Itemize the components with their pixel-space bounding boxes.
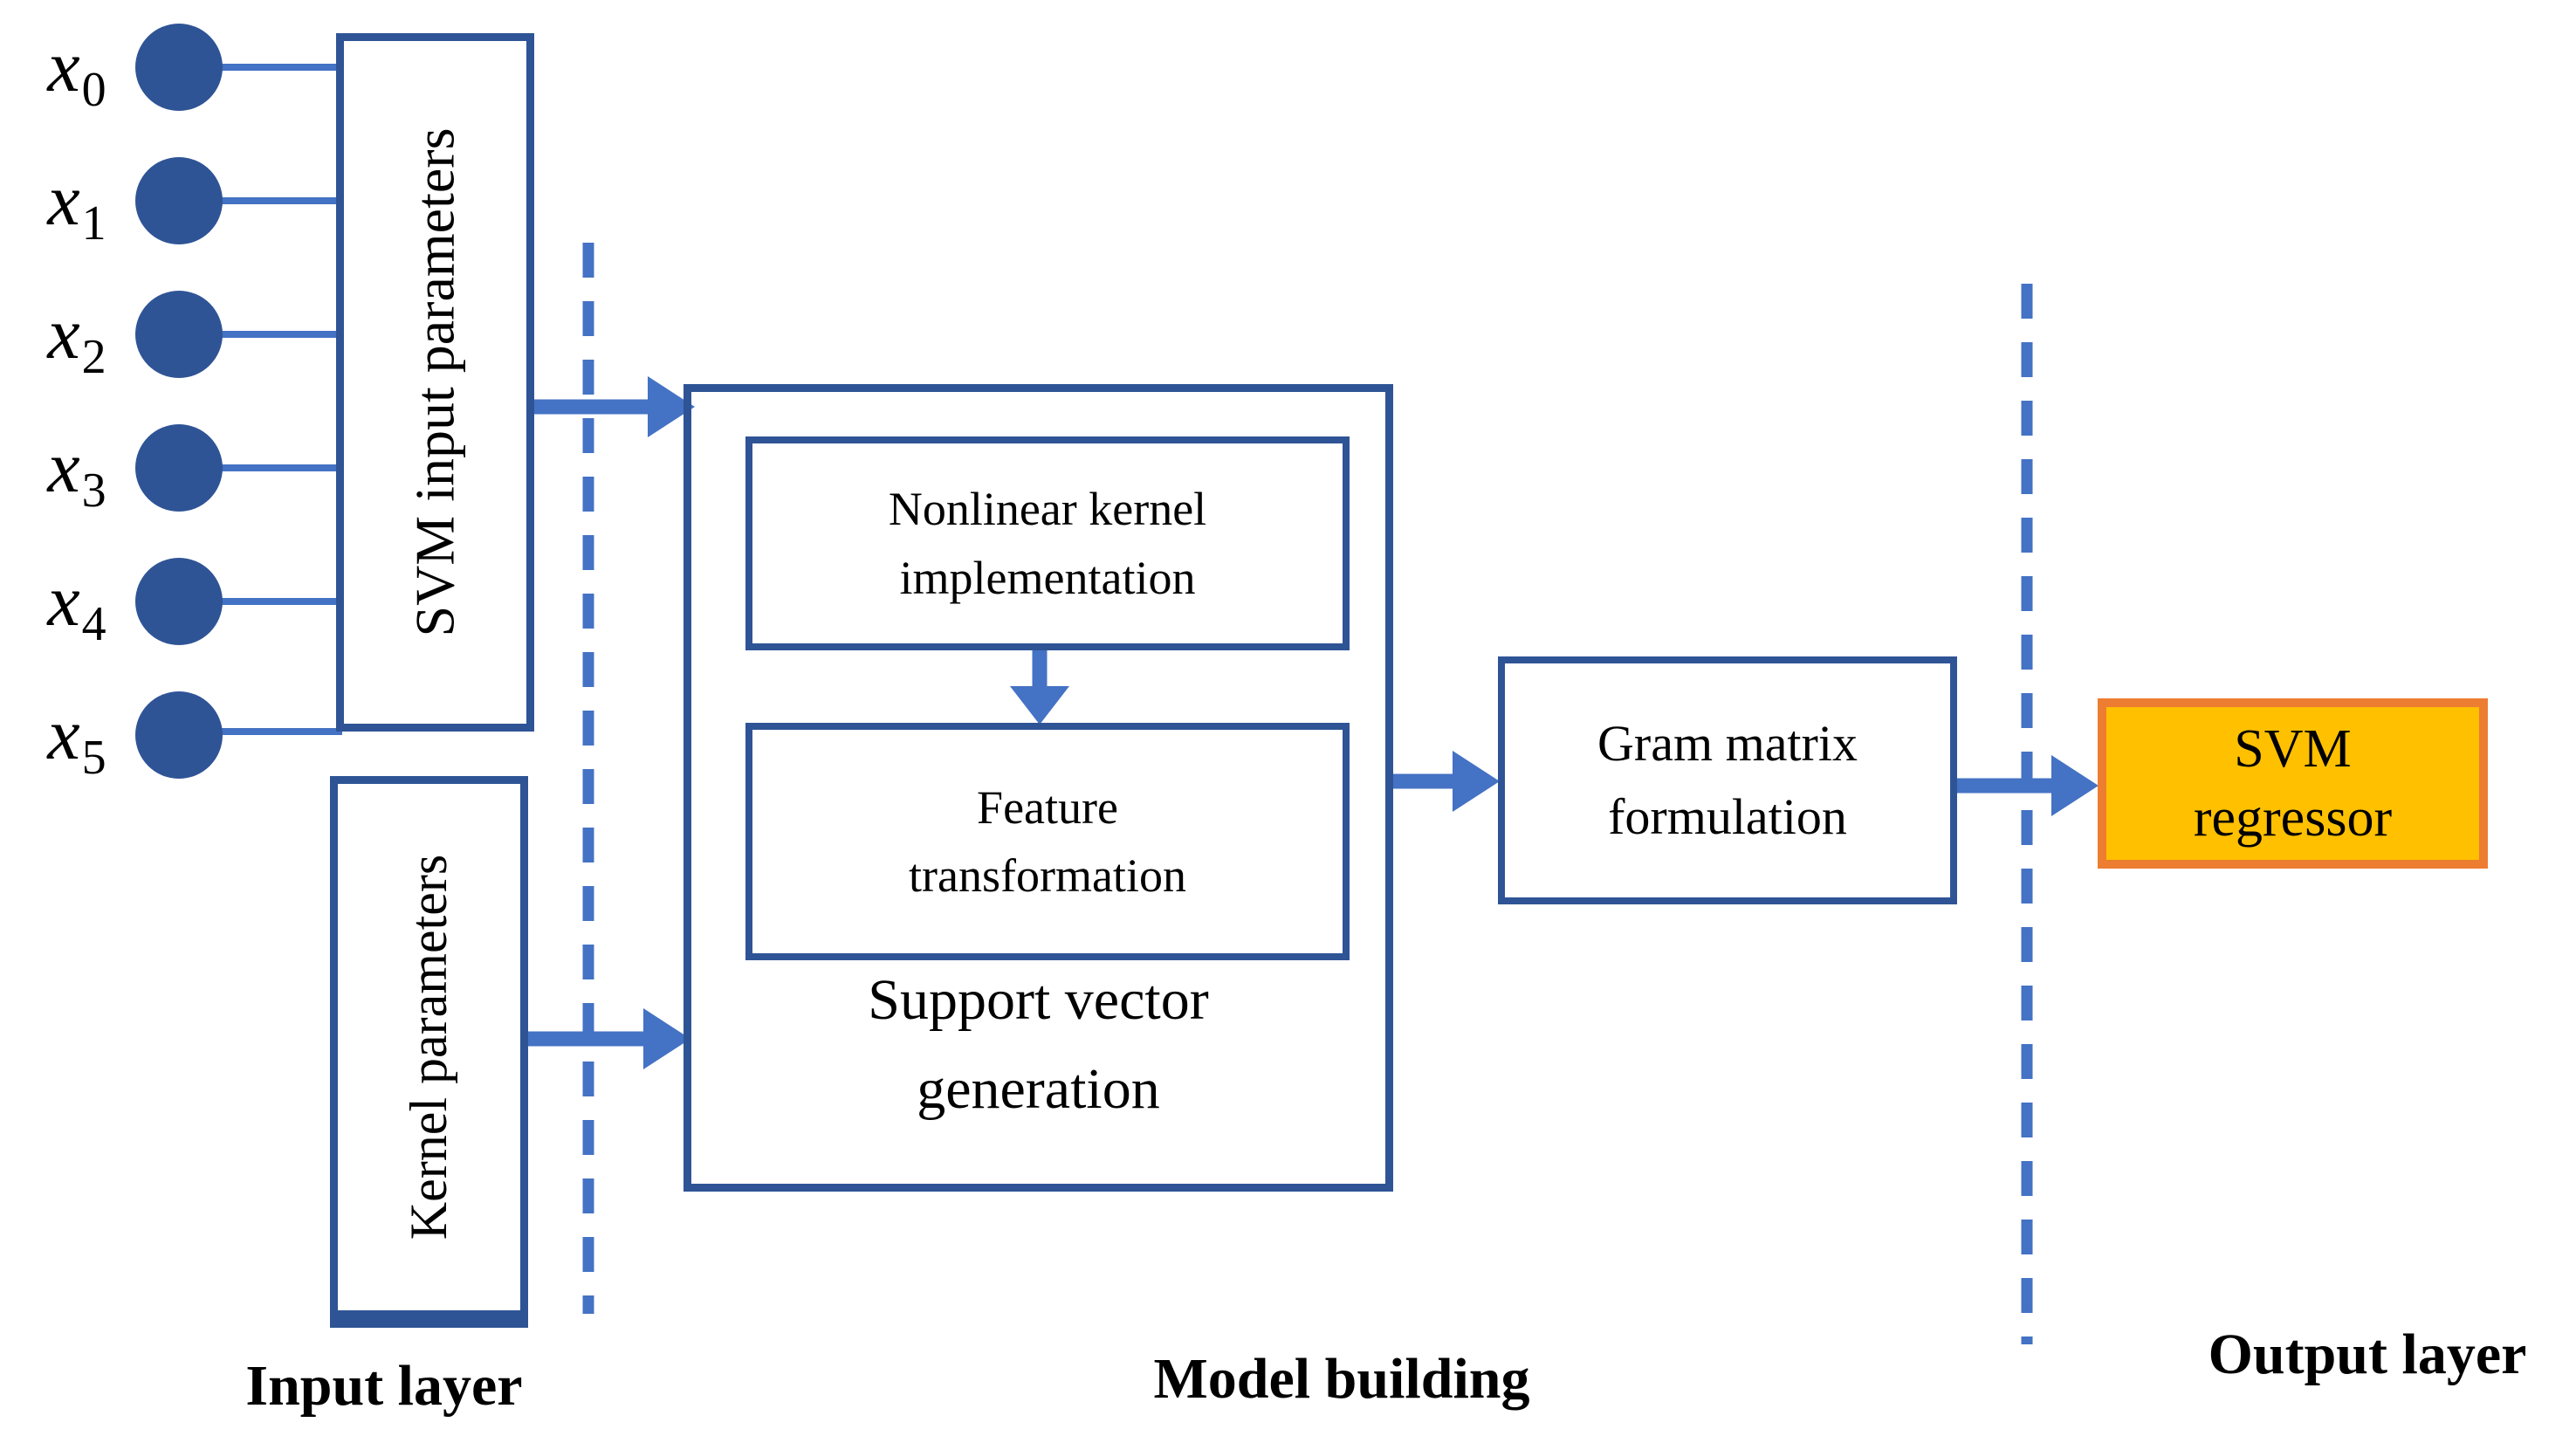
model-building-label: Model building (1153, 1347, 1530, 1411)
support-vector-generation-box (683, 384, 1393, 1192)
feature-transformation-label: Feature transformation (909, 780, 1186, 902)
arrow-nonlinear-to-feature (1010, 647, 1069, 725)
output-layer-label: Output layer (2208, 1323, 2527, 1386)
input-node-x5 (135, 691, 223, 779)
arrow-kernel-params-to-model (528, 1008, 690, 1069)
gram-matrix-formulation-label: Gram matrix formulation (1597, 714, 1858, 845)
svm-input-parameters-box: SVM input parameters (336, 33, 534, 732)
input-layer-label: Input layer (245, 1354, 523, 1418)
nonlinear-kernel-implementation-label: Nonlinear kernel implementation (888, 483, 1207, 604)
arrow-model-to-gram (1391, 751, 1500, 812)
svm-regressor-label-line2: regressor (2193, 788, 2393, 849)
svm-regressor-box: SVM regressor (2098, 698, 2488, 869)
nonlinear-kernel-implementation-box: Nonlinear kernel implementation (745, 436, 1350, 650)
feature-transformation-box: Feature transformation (745, 723, 1350, 960)
input-node-x1 (135, 157, 223, 244)
input-node-x4 (135, 558, 223, 645)
kernel-parameters-box: Kernel parameters (330, 776, 528, 1328)
kernel-parameters-label: Kernel parameters (400, 854, 458, 1240)
gram-matrix-formulation-box: Gram matrix formulation (1498, 656, 1957, 904)
svm-input-parameters-label: SVM input parameters (403, 127, 466, 637)
input-node-x0 (135, 24, 223, 111)
input-node-x3 (135, 424, 223, 512)
svm-regressor-label-line1: SVM (2234, 718, 2352, 779)
arrow-svm-params-to-model (533, 376, 695, 437)
support-vector-generation-label: Support vector generation (868, 968, 1209, 1122)
arrow-gram-to-regressor (1955, 755, 2099, 816)
input-node-x2 (135, 291, 223, 378)
